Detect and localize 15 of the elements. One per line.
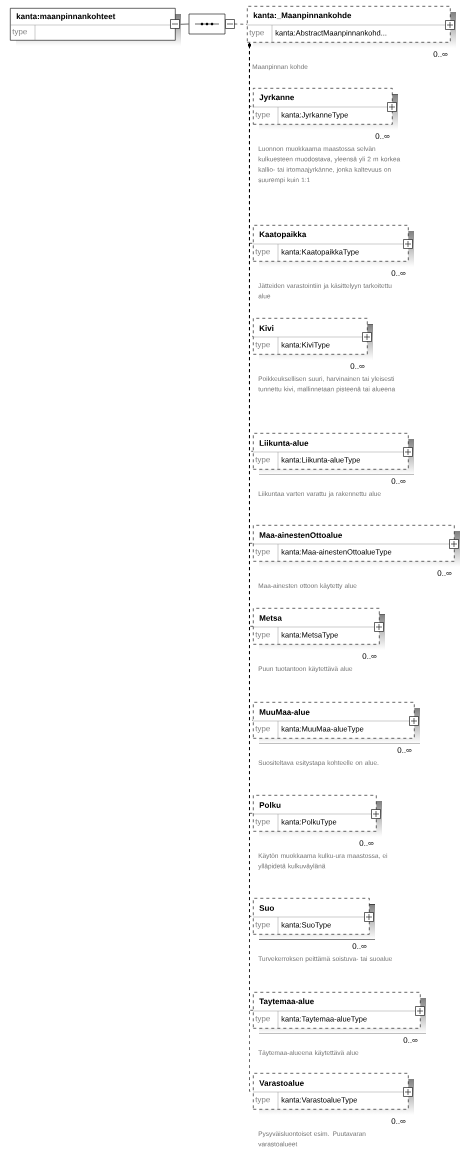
connector-line [180, 23, 189, 25]
multiplicity-label: 0..∞ [362, 653, 377, 659]
multiplicity-label: 0..∞ [391, 478, 406, 484]
connector-line [234, 23, 248, 25]
multiplicity-label: 0..∞ [437, 570, 452, 576]
multiplicity-label: 0..∞ [397, 747, 412, 753]
multiplicity-label: 0..∞ [433, 51, 448, 57]
multiplicity-label: 0..∞ [352, 943, 367, 949]
multiplicity-label: 0..∞ [359, 840, 374, 846]
element-box: kanta:maanpinnankohteet type [9, 8, 181, 46]
multiplicity-label: 0..∞ [391, 1118, 406, 1124]
multiplicity-label: 0..∞ [403, 1037, 418, 1043]
multiplicity-label: 0..∞ [375, 133, 390, 139]
multiplicity-label: 0..∞ [350, 363, 365, 369]
multiplicity-label: 0..∞ [391, 270, 406, 276]
